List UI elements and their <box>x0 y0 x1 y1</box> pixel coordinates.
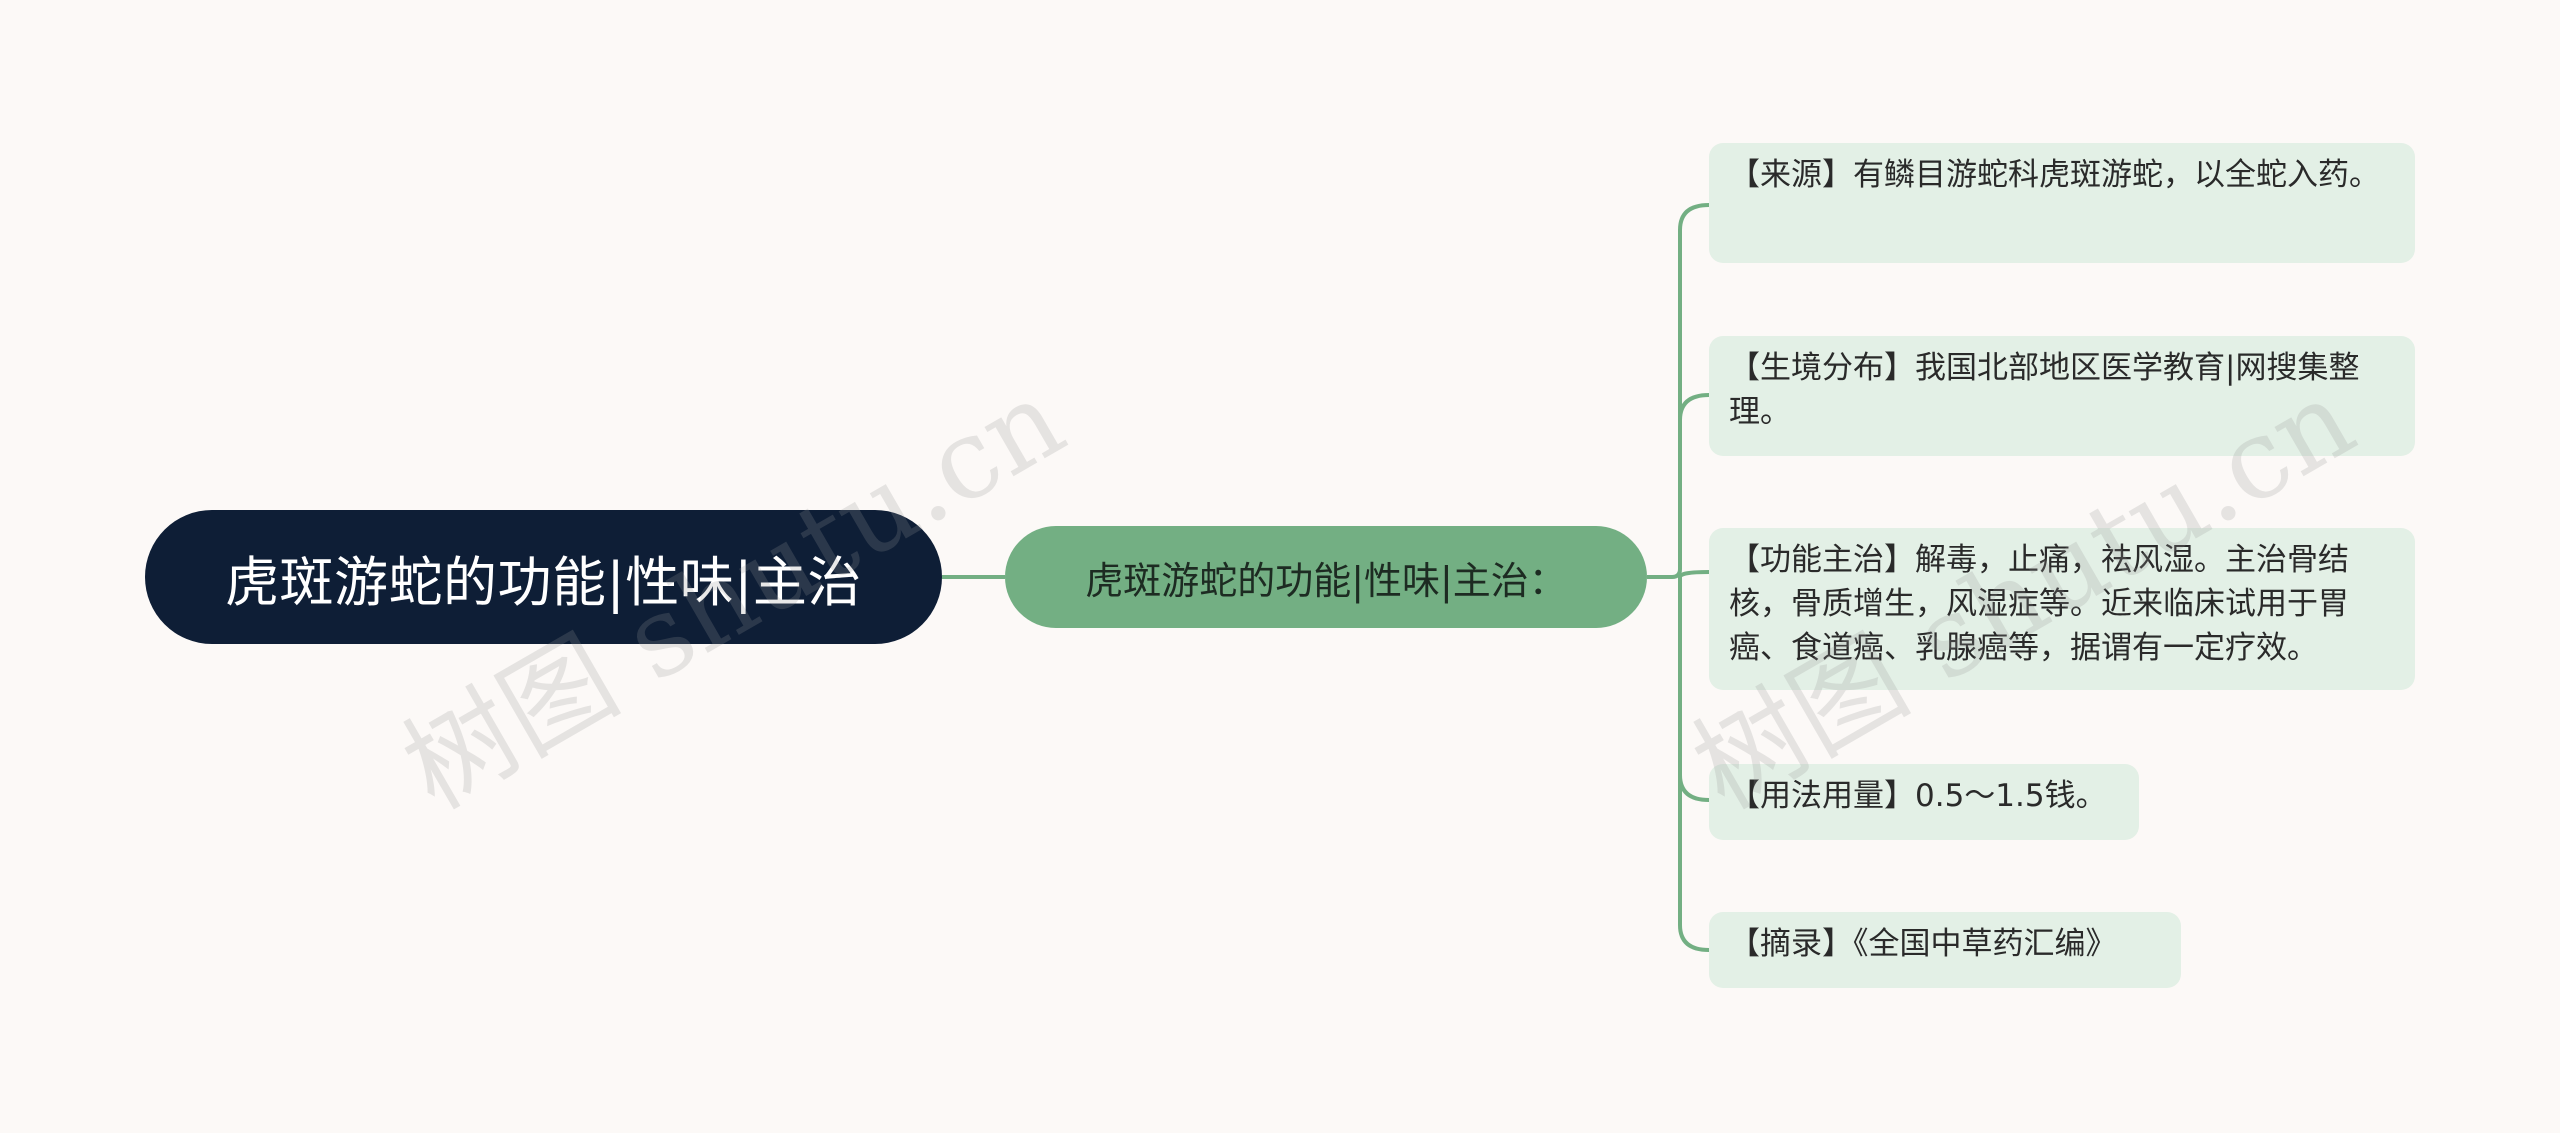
branch-to-leaf-link <box>1678 577 1710 802</box>
leaf-topic-functions[interactable]: 【功能主治】解毒，止痛，祛风湿。主治骨结核，骨质增生，风湿症等。近来临床试用于胃… <box>1709 528 2415 690</box>
leaf-topic-text: 【生境分布】我国北部地区医学教育|网搜集整理。 <box>1729 350 2360 430</box>
branch-topic[interactable]: 虎斑游蛇的功能|性味|主治： <box>1005 526 1647 628</box>
branch-to-leaf-link <box>1647 203 1710 579</box>
branch-to-leaf-link <box>1678 393 1710 421</box>
leaf-topic-habitat[interactable]: 【生境分布】我国北部地区医学教育|网搜集整理。 <box>1709 336 2415 456</box>
branch-to-leaf-link <box>1678 775 1710 952</box>
leaf-topic-excerpt[interactable]: 【摘录】《全国中草药汇编》 <box>1709 912 2181 988</box>
leaf-topic-source[interactable]: 【来源】有鳞目游蛇科虎斑游蛇，以全蛇入药。 <box>1709 143 2415 263</box>
leaf-topic-dosage[interactable]: 【用法用量】0.5～1.5钱。 <box>1709 764 2139 840</box>
leaf-topic-text: 【来源】有鳞目游蛇科虎斑游蛇，以全蛇入药。 <box>1729 157 2380 193</box>
root-topic-label: 虎斑游蛇的功能|性味|主治 <box>225 550 862 614</box>
leaf-topic-text: 【用法用量】0.5～1.5钱。 <box>1729 778 2107 814</box>
root-topic[interactable]: 虎斑游蛇的功能|性味|主治 <box>145 510 942 644</box>
leaf-topic-text: 【功能主治】解毒，止痛，祛风湿。主治骨结核，骨质增生，风湿症等。近来临床试用于胃… <box>1729 542 2349 666</box>
leaf-topic-text: 【摘录】《全国中草药汇编》 <box>1729 926 2117 962</box>
branch-topic-label: 虎斑游蛇的功能|性味|主治： <box>1085 558 1567 603</box>
branch-to-leaf-link <box>1678 570 1710 585</box>
